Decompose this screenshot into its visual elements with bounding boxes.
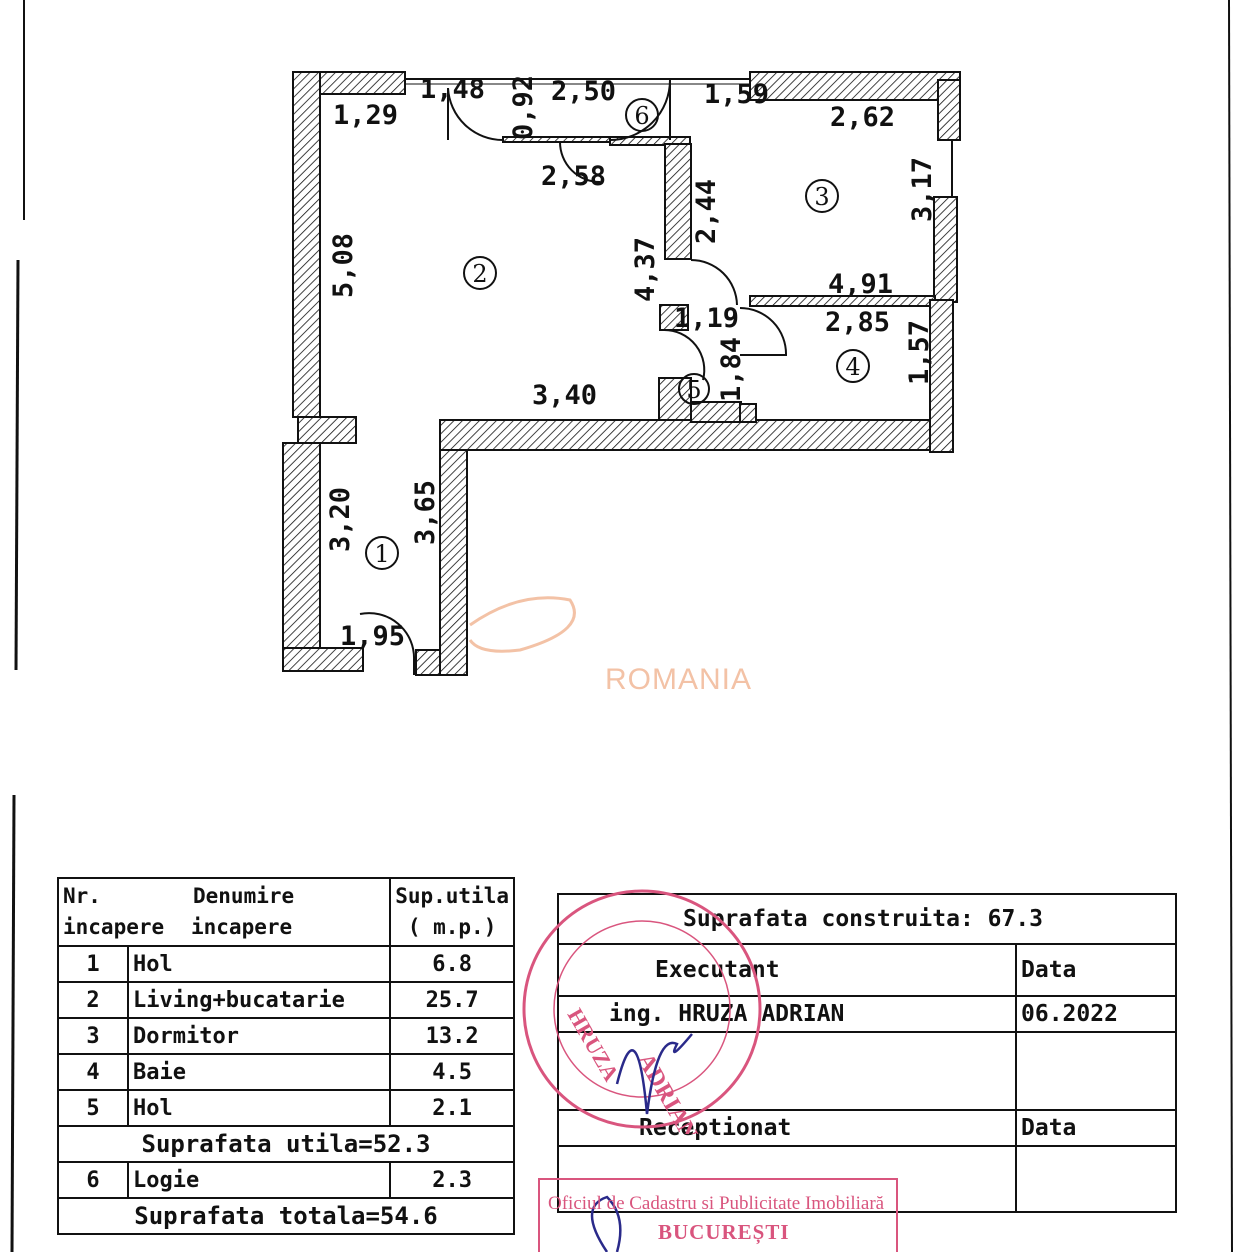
dim-label: 1,48: [420, 74, 485, 105]
dim-label: 2,58: [541, 161, 606, 192]
table-row: 1 Hol 6.8: [57, 945, 515, 983]
room-nr: 2: [57, 981, 129, 1019]
total-area: Suprafata totala=54.6: [57, 1197, 515, 1235]
signature-icon: [590, 1195, 622, 1252]
executant-name: ing. HRUZA ADRIAN: [557, 995, 1017, 1033]
room-area: 25.7: [389, 981, 515, 1019]
page-left-border: [14, 259, 20, 671]
dim-label: 3,40: [532, 380, 597, 411]
table-row: Suprafata utila=52.3: [57, 1125, 515, 1163]
received-date-cell: [1015, 1145, 1177, 1213]
dim-label: 1,29: [333, 100, 398, 131]
dim-label: 4,37: [630, 237, 661, 302]
stamp-name: HRUZA: [563, 1004, 624, 1085]
table-row: 5 Hol 2.1: [57, 1089, 515, 1127]
dim-label: 3,20: [325, 487, 356, 552]
received-date-label: Data: [1015, 1109, 1177, 1147]
dim-label: 3,65: [410, 480, 441, 545]
header-nr: incapere: [63, 915, 165, 939]
dimension-labels: 1,29 1,48 0,92 2,50 1,59 2,62 2,58 3,17 …: [325, 74, 938, 652]
table-row: [557, 1031, 1177, 1111]
header-name: incapere: [191, 915, 293, 939]
dim-label: 1,95: [340, 621, 405, 652]
room-marker: 4: [845, 353, 860, 381]
walls: [282, 71, 961, 676]
info-table: Suprafata construita: 67.3 Executant Dat…: [557, 893, 1177, 1213]
room-area: 2.1: [389, 1089, 515, 1127]
header-nr: Nr.: [63, 884, 101, 908]
dim-label: 0,92: [508, 75, 539, 140]
room-nr: 5: [57, 1089, 129, 1127]
rooms-table: Nr. incapere Denumire incapere Sup.utila…: [56, 877, 515, 1235]
room-markers: [365, 98, 870, 570]
room-marker: 2: [472, 260, 487, 288]
room-area: 2.3: [389, 1161, 515, 1199]
dim-label: 1,59: [704, 79, 769, 110]
room-nr: 3: [57, 1017, 129, 1055]
signature-cell: [557, 1031, 1017, 1111]
dim-label: 1,84: [716, 337, 747, 402]
date-label: Data: [1015, 943, 1177, 997]
dim-label: 3,17: [907, 157, 938, 222]
room-name: Hol: [126, 945, 392, 983]
room-nr: 1: [57, 945, 129, 983]
table-row: 3 Dormitor 13.2: [57, 1017, 515, 1055]
dim-label: 5,08: [328, 233, 359, 298]
room-area: 4.5: [389, 1053, 515, 1091]
table-header-cell: Nr. incapere Denumire incapere: [56, 877, 392, 947]
authorization-stamp: ADRIAN HRUZA: [522, 889, 762, 1134]
dim-label: 2,44: [691, 179, 722, 244]
signature-date-cell: [1015, 1031, 1177, 1111]
dim-label: 4,91: [828, 269, 893, 300]
watermark-text: ROMANIA: [605, 663, 752, 696]
room-name: Dormitor: [126, 1017, 392, 1055]
dim-label: 2,62: [830, 102, 895, 133]
room-marker: 1: [374, 540, 389, 568]
dim-label: 1,57: [904, 320, 935, 385]
room-area: 13.2: [389, 1017, 515, 1055]
table-row: 6 Logie 2.3: [57, 1161, 515, 1199]
page-left-border: [10, 794, 16, 1252]
table-row: 4 Baie 4.5: [57, 1053, 515, 1091]
executant-label: Executant: [557, 943, 1017, 997]
dim-label: 2,85: [825, 307, 890, 338]
room-area: 6.8: [389, 945, 515, 983]
room-marker: 5: [686, 376, 701, 404]
table-row: 2 Living+bucatarie 25.7: [57, 981, 515, 1019]
stamp-name: ADRIAN: [632, 1049, 703, 1134]
built-area: Suprafata construita: 67.3: [557, 893, 1177, 945]
table-row: Executant Data: [557, 943, 1177, 997]
executant-date: 06.2022: [1015, 995, 1177, 1033]
table-row: ing. HRUZA ADRIAN 06.2022: [557, 995, 1177, 1033]
header-area: Sup.utila: [395, 884, 509, 908]
room-marker: 6: [634, 102, 649, 130]
room-nr: 4: [57, 1053, 129, 1091]
door-swings: [359, 79, 788, 675]
table-header-cell: Sup.utila ( m.p.): [389, 877, 515, 947]
room-name: Living+bucatarie: [126, 981, 392, 1019]
header-area: ( m.p.): [407, 915, 497, 939]
dim-label: 2,50: [551, 76, 616, 107]
dim-label: 1,19: [674, 303, 739, 334]
table-row: Suprafata totala=54.6: [57, 1197, 515, 1235]
ocpi-stamp: [538, 1178, 898, 1252]
room-name: Hol: [126, 1089, 392, 1127]
signature-icon: [615, 1033, 693, 1115]
ocpi-city: BUCUREȘTI: [658, 1220, 790, 1244]
table-header-row: Nr. incapere Denumire incapere Sup.utila…: [56, 877, 515, 947]
room-marker: 3: [814, 183, 829, 211]
room-name: Baie: [126, 1053, 392, 1091]
ocpi-office-name: Oficiul de Cadastru si Publicitate Imobi…: [548, 1193, 885, 1214]
table-row: Suprafata construita: 67.3: [557, 893, 1177, 945]
useful-area-total: Suprafata utila=52.3: [57, 1125, 515, 1163]
page-right-border: [1228, 0, 1233, 1252]
room-name: Logie: [126, 1161, 392, 1199]
watermark-swoosh-icon: [468, 596, 576, 653]
room-nr: 6: [57, 1161, 129, 1199]
header-name: Denumire: [193, 884, 295, 908]
